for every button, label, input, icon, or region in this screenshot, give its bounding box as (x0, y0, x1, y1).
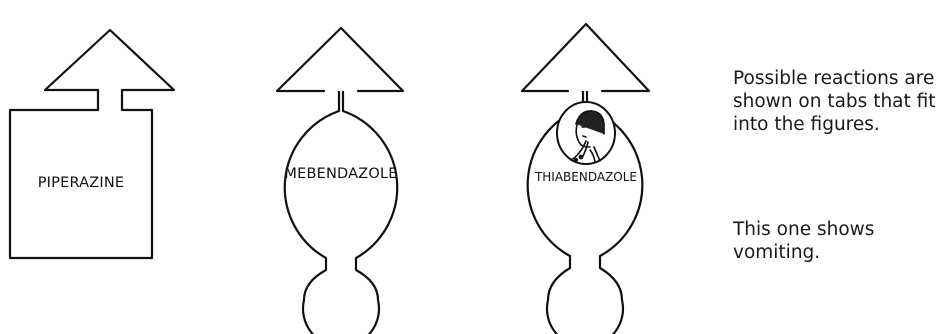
piperazine-label: PIPERAZINE (38, 175, 125, 191)
vomiting-tab (557, 102, 615, 164)
mebendazole-arrow-head (277, 28, 403, 91)
piperazine-square-arrow-outline (10, 88, 152, 258)
thiabendazole-arrow-head (522, 24, 649, 91)
piperazine-figure: PIPERAZINE (10, 30, 174, 258)
mebendazole-body-outline (285, 91, 397, 334)
mebendazole-figure: MEBENDAZOLE (277, 28, 403, 334)
piperazine-arrow-head (45, 30, 174, 90)
caption-vomiting-text: This one shows vomiting. (733, 218, 938, 264)
caption-reactions-text: Possible reactions are shown on tabs tha… (733, 67, 938, 136)
mebendazole-label: MEBENDAZOLE (284, 166, 397, 182)
thiabendazole-label: THIABENDAZOLE (534, 170, 637, 184)
thiabendazole-figure: THIABENDAZOLE (522, 24, 649, 334)
